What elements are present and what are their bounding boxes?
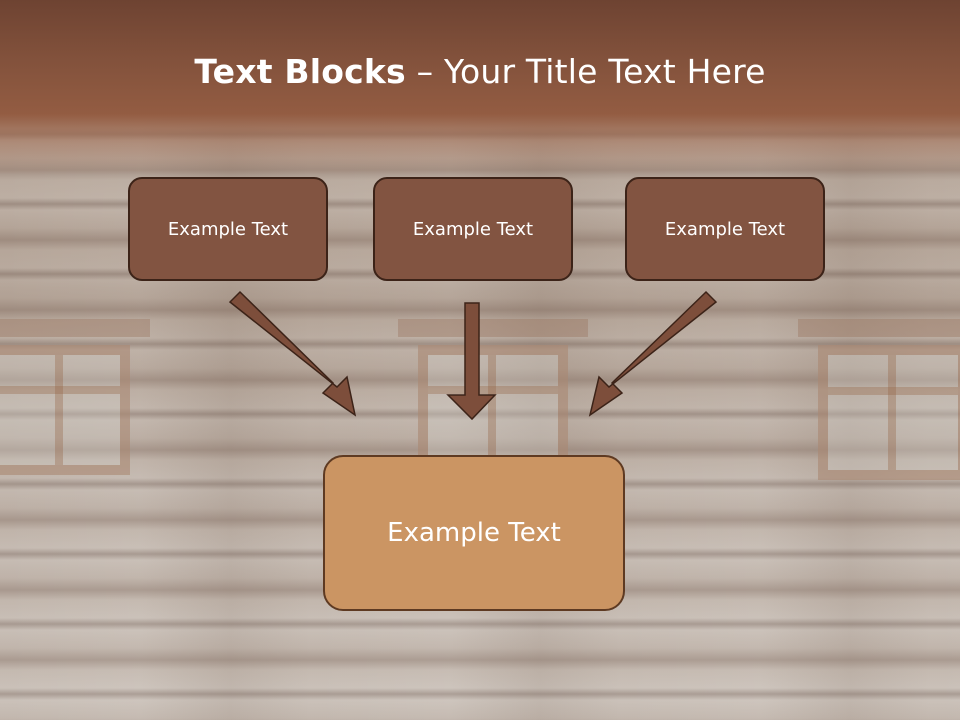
background-window-left [0, 319, 150, 475]
text-block-2-label: Example Text [412, 218, 534, 240]
target-text-block[interactable]: Example Text [323, 455, 625, 611]
header-band [0, 0, 960, 175]
title-rest: Your Title Text Here [443, 52, 766, 91]
background-window-right [798, 319, 960, 480]
slide-title[interactable]: Text Blocks – Your Title Text Here [0, 52, 960, 91]
text-block-3-label: Example Text [664, 218, 786, 240]
target-text-block-label: Example Text [387, 518, 561, 548]
text-block-1[interactable]: Example Text [128, 177, 328, 281]
title-dash: – [405, 52, 444, 91]
text-block-2[interactable]: Example Text [373, 177, 573, 281]
text-block-3[interactable]: Example Text [625, 177, 825, 281]
text-block-1-label: Example Text [167, 218, 289, 240]
title-bold: Text Blocks [194, 52, 406, 91]
